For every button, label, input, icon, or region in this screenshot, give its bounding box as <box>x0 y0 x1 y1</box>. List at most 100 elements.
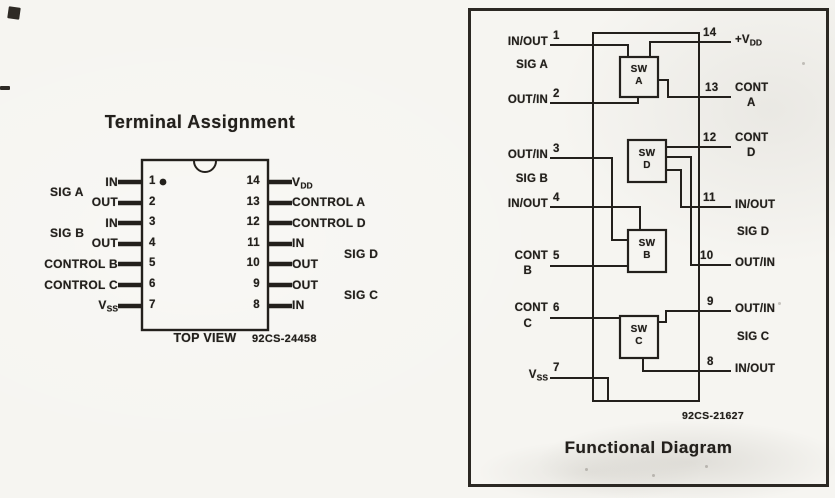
fd-pin11-label: IN/OUT <box>735 199 776 211</box>
fd-pin12-number: 12 <box>703 132 717 144</box>
dip-pin1-number: 1 <box>149 175 156 187</box>
fd-pin4-label: IN/OUT <box>507 198 548 210</box>
fd-sig-c-label: SIG C <box>737 331 770 343</box>
dip-pin3-label: IN <box>105 216 118 230</box>
dip-pin9-number: 9 <box>253 278 260 290</box>
fd-pin7-label-base: V <box>528 369 537 381</box>
fd-pin8-label: IN/OUT <box>735 363 776 375</box>
fd-pin14-label-base: V <box>741 34 750 46</box>
dip-sig-c-label: SIG C <box>344 288 379 302</box>
functional-diagram-frame <box>468 8 829 487</box>
functional-diagram-drawing <box>550 32 731 402</box>
fd-pin6-label-top: CONT <box>514 302 548 314</box>
wire-pin14 <box>649 41 731 57</box>
dip-sig-a-label: SIG A <box>50 185 84 199</box>
wire-pin9 <box>658 310 731 323</box>
dip-pin-stubs-right <box>268 179 292 309</box>
scan-speck <box>585 468 588 471</box>
fd-pin10-number: 10 <box>700 250 714 262</box>
dip-pin11-number: 11 <box>247 237 260 249</box>
wire-pin2 <box>550 97 639 104</box>
fd-pin7-label: VSS <box>466 369 548 384</box>
dip-pin1-label: IN <box>105 175 118 189</box>
dip-pin7-label-base: V <box>98 298 107 312</box>
scan-speck <box>778 302 781 305</box>
fd-pin14-label-prefix: + <box>735 34 742 46</box>
fd-pin5-label-bottom: B <box>523 265 532 277</box>
wire-pin10 <box>666 156 731 266</box>
dip-notch <box>193 160 217 173</box>
fd-pin8-number: 8 <box>707 356 714 368</box>
dip-pin9-label: OUT <box>292 278 319 292</box>
fd-part-number: 92CS-21627 <box>682 410 744 422</box>
fd-pin5-number: 5 <box>553 250 560 262</box>
wire-pin3 <box>550 157 628 241</box>
switch-b-box <box>626 228 668 274</box>
dip-pin10-label: OUT <box>292 257 319 271</box>
wire-pin7 <box>550 377 609 401</box>
scan-speck <box>652 474 655 477</box>
dip-pin12-number: 12 <box>246 216 260 228</box>
wire-pin8 <box>642 358 731 372</box>
fd-pin11-number: 11 <box>703 192 716 204</box>
fd-pin9-label: OUT/IN <box>735 303 776 315</box>
switch-b-label: SW B <box>628 238 666 262</box>
ic-outline <box>592 32 700 402</box>
dip-pin13-label: CONTROL A <box>292 195 366 209</box>
dip-pin4-label: OUT <box>91 236 118 250</box>
fd-sig-b-label: SIG B <box>515 173 548 185</box>
dip-pin8-number: 8 <box>253 299 260 311</box>
wire-pin11 <box>666 169 731 208</box>
fd-pin6-label-bottom: C <box>523 318 532 330</box>
dip-pin3-number: 3 <box>149 216 156 228</box>
dip-package-drawing <box>118 158 292 332</box>
dip-pin10-number: 10 <box>246 257 260 269</box>
fd-pin2-label: OUT/IN <box>507 94 548 106</box>
fd-sig-d-label: SIG D <box>737 226 770 238</box>
fd-pin13-label-top: CONT <box>735 82 769 94</box>
fd-pin10-label: OUT/IN <box>735 257 776 269</box>
fd-pin14-label: +VDD <box>735 34 762 49</box>
fd-pin3-number: 3 <box>553 143 560 155</box>
fd-sig-a-label: SIG A <box>516 59 548 71</box>
dip-pin-stubs-left <box>118 179 142 309</box>
dip-pin4-number: 4 <box>149 237 156 249</box>
fd-pin12-label-top: CONT <box>735 132 769 144</box>
switch-c-label: SW C <box>620 324 658 348</box>
terminal-assignment-title: Terminal Assignment <box>104 112 296 132</box>
dip-pin14-label: VDD <box>292 176 402 192</box>
scan-speck <box>802 62 805 65</box>
switch-c-label-line1: SW <box>630 324 648 335</box>
fd-pin7-number: 7 <box>553 362 560 374</box>
scan-artifact-dash <box>0 86 10 90</box>
switch-d-label-line1: SW <box>638 148 656 159</box>
switch-d-box <box>626 138 668 184</box>
fd-pin4-number: 4 <box>553 192 560 204</box>
functional-diagram-title: Functional Diagram <box>564 438 733 457</box>
fd-pin2-number: 2 <box>553 88 560 100</box>
switch-a-label-line1: SW <box>630 64 648 75</box>
dip-pin2-label: OUT <box>91 195 118 209</box>
scan-speck <box>705 465 708 468</box>
wire-pin4 <box>550 206 641 230</box>
switch-a-label: SW A <box>620 64 658 88</box>
dip-pin7-label-sub: SS <box>106 303 118 314</box>
fd-pin7-label-sub: SS <box>536 372 548 383</box>
fd-pin12-label-bottom: D <box>747 147 756 159</box>
switch-d-label: SW D <box>628 148 666 172</box>
fd-pin6-number: 6 <box>553 302 560 314</box>
dip-sig-b-label: SIG B <box>50 226 85 240</box>
wire-pin13 <box>658 79 731 98</box>
switch-b-label-line2: B <box>643 250 651 261</box>
dip-pin5-label: CONTROL B <box>44 257 118 271</box>
pin1-marker-dot <box>159 178 167 186</box>
switch-d-label-line2: D <box>643 160 651 171</box>
fd-pin13-number: 13 <box>705 82 719 94</box>
dip-pin5-number: 5 <box>149 257 156 269</box>
dip-pin6-label: CONTROL C <box>44 278 118 292</box>
switch-c-box <box>618 314 660 360</box>
dip-pin14-label-base: V <box>292 175 301 189</box>
dip-pin14-number: 14 <box>246 175 260 187</box>
